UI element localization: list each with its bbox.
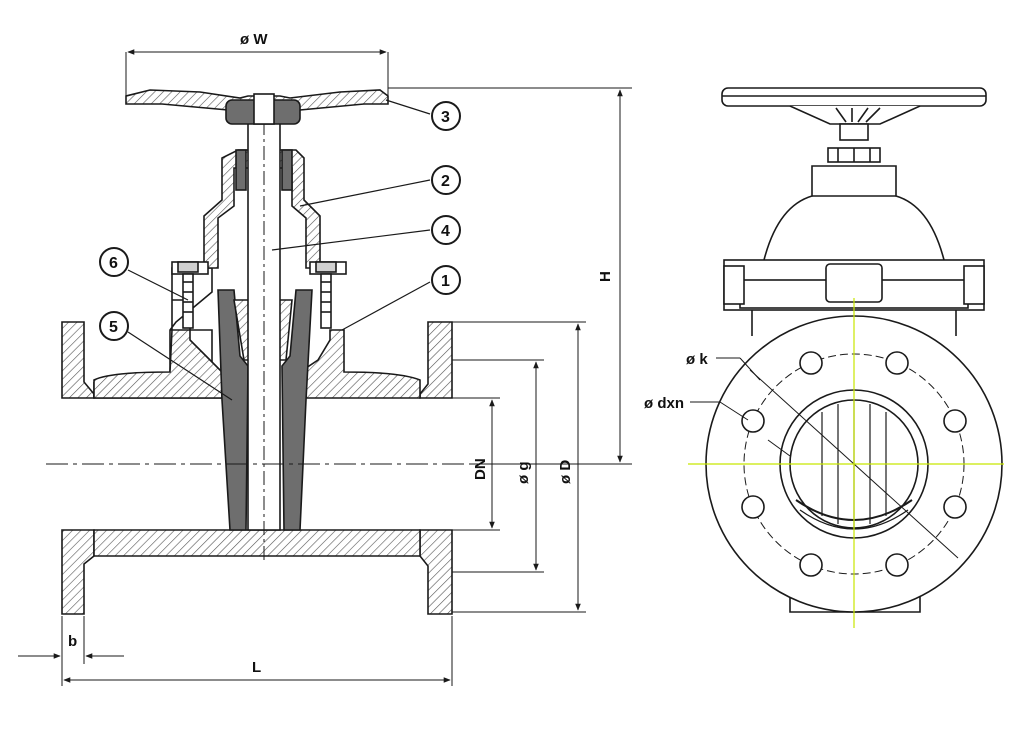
callout-5: 5: [109, 319, 118, 336]
handwheel-end: [721, 87, 987, 107]
callouts: [99, 99, 461, 401]
callout-1: 1: [441, 273, 450, 290]
dimension-lines: [18, 49, 632, 686]
dim-dxn-label: ø dxn: [644, 395, 684, 412]
dim-w-label: ø W: [240, 31, 268, 48]
bonnet-bolts: [171, 261, 347, 329]
centerlines: [688, 298, 1004, 628]
right-flange: [419, 321, 453, 615]
dimension-labels: ø W H DN ø g ø D L b: [68, 31, 614, 676]
bolt-holes: [741, 351, 967, 577]
callout-labels: 3 2 4 1 6 5: [109, 109, 450, 336]
dim-d-label: ø D: [557, 460, 574, 484]
callout-3: 3: [441, 109, 450, 126]
end-view-leaders: [690, 357, 761, 421]
handwheel-section: [125, 89, 389, 125]
callout-6: 6: [109, 255, 118, 272]
dim-dn-label: DN: [472, 458, 489, 480]
left-flange: [61, 321, 95, 615]
dim-k-label: ø k: [686, 351, 708, 368]
dim-b-label: b: [68, 633, 77, 650]
callout-2: 2: [441, 173, 450, 190]
dim-l-label: L: [252, 659, 261, 676]
dim-h-label: H: [597, 271, 614, 282]
callout-4: 4: [441, 223, 450, 240]
end-view-labels: ø k ø dxn: [644, 351, 708, 412]
body-bottom-wall: [93, 529, 421, 557]
section-view: [46, 89, 470, 615]
dim-g-label: ø g: [515, 462, 532, 485]
